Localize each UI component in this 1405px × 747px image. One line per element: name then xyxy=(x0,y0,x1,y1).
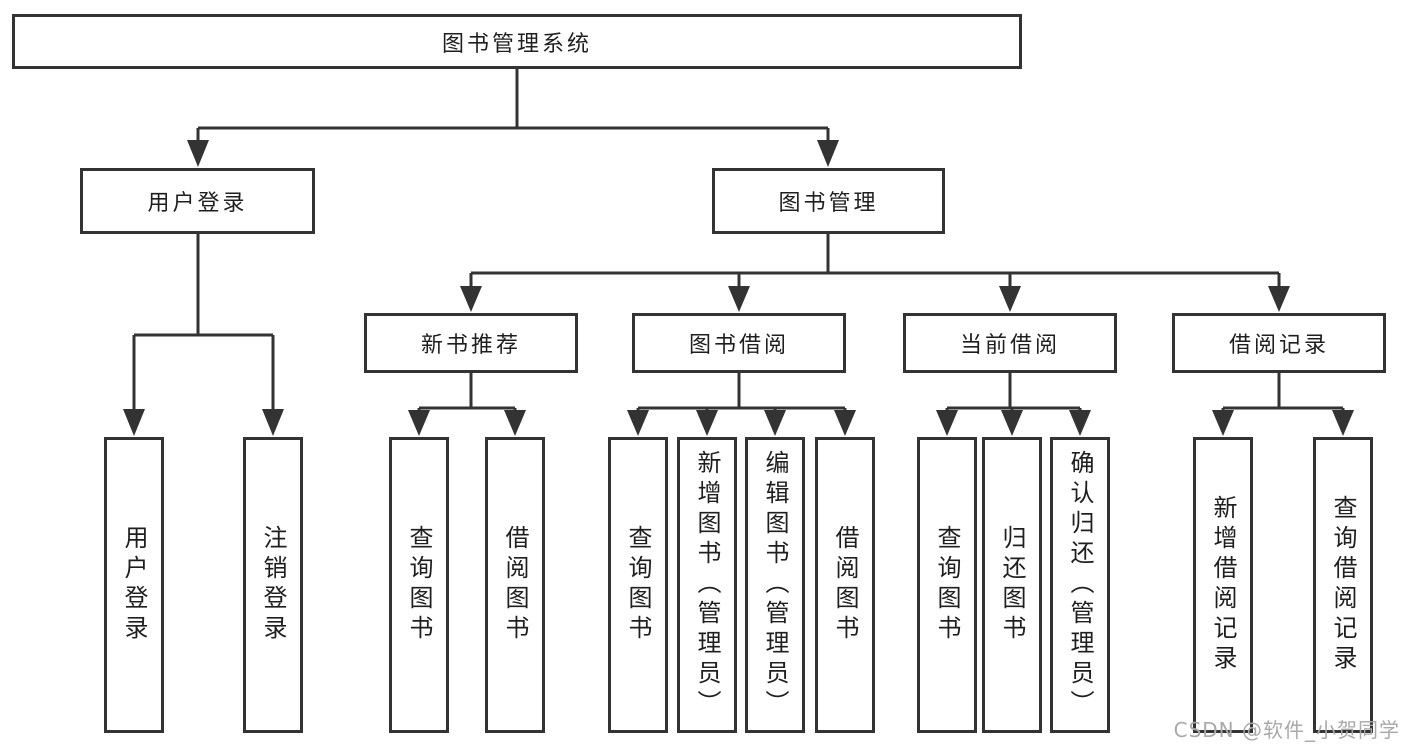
node-book-management: 图书管理 xyxy=(712,168,945,234)
leaf-br-query-record-label: 查询借阅记录 xyxy=(1329,495,1357,675)
leaf-br-query-record: 查询借阅记录 xyxy=(1313,437,1373,733)
node-borrowing-records: 借阅记录 xyxy=(1172,313,1386,373)
node-root: 图书管理系统 xyxy=(12,14,1022,69)
leaf-bb-query-book-label: 查询图书 xyxy=(624,525,652,645)
leaf-bb-edit-book-admin-label: 编辑图书（管理员） xyxy=(761,450,789,720)
leaf-cb-return-book-label: 归还图书 xyxy=(998,525,1026,645)
leaf-logout-label: 注销登录 xyxy=(259,525,287,645)
leaf-cb-return-book: 归还图书 xyxy=(982,437,1042,733)
leaf-bb-borrow-book: 借阅图书 xyxy=(815,437,875,733)
leaf-rec-query-book-label: 查询图书 xyxy=(405,525,433,645)
leaf-bb-edit-book-admin: 编辑图书（管理员） xyxy=(745,437,805,733)
node-borrowing-records-label: 借阅记录 xyxy=(1228,333,1329,358)
leaf-rec-query-book: 查询图书 xyxy=(389,437,449,733)
node-current-borrowing-label: 当前借阅 xyxy=(959,333,1060,358)
node-book-borrowing-label: 图书借阅 xyxy=(688,333,789,358)
node-user-login: 用户登录 xyxy=(80,168,315,234)
leaf-cb-query-book-label: 查询图书 xyxy=(933,525,961,645)
leaf-user-login: 用户登录 xyxy=(104,437,164,733)
leaf-cb-query-book: 查询图书 xyxy=(917,437,977,733)
leaf-rec-borrow-book-label: 借阅图书 xyxy=(501,525,529,645)
leaf-br-add-record-label: 新增借阅记录 xyxy=(1209,495,1237,675)
node-user-login-label: 用户登录 xyxy=(147,191,248,216)
leaf-rec-borrow-book: 借阅图书 xyxy=(485,437,545,733)
node-new-book-recommendation: 新书推荐 xyxy=(364,313,578,373)
leaf-cb-confirm-return-admin: 确认归还（管理员） xyxy=(1050,437,1110,733)
leaf-bb-add-book-admin-label: 新增图书（管理员） xyxy=(693,450,721,720)
watermark: CSDN @软件_小贺同学 xyxy=(1173,718,1400,742)
leaf-br-add-record: 新增借阅记录 xyxy=(1193,437,1253,733)
node-book-borrowing: 图书借阅 xyxy=(632,313,846,373)
leaf-cb-confirm-return-admin-label: 确认归还（管理员） xyxy=(1066,450,1094,720)
node-book-management-label: 图书管理 xyxy=(778,191,879,216)
node-new-book-recommendation-label: 新书推荐 xyxy=(420,333,521,358)
leaf-user-login-label: 用户登录 xyxy=(120,525,148,645)
leaf-bb-add-book-admin: 新增图书（管理员） xyxy=(677,437,737,733)
leaf-bb-borrow-book-label: 借阅图书 xyxy=(831,525,859,645)
node-root-label: 图书管理系统 xyxy=(441,31,592,57)
leaf-logout: 注销登录 xyxy=(243,437,303,733)
node-current-borrowing: 当前借阅 xyxy=(903,313,1117,373)
leaf-bb-query-book: 查询图书 xyxy=(608,437,668,733)
